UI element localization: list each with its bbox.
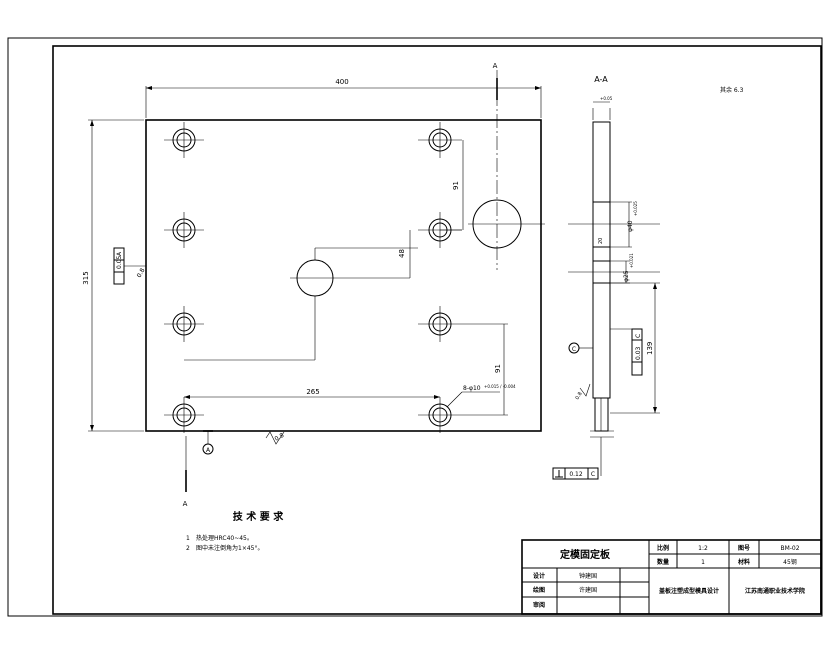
pin-hole	[164, 397, 204, 433]
scale-value: 1:2	[698, 545, 708, 552]
note-2-num: 2	[186, 545, 190, 552]
draw-value: 许建国	[579, 586, 597, 594]
roughness-side: 0.8	[575, 383, 591, 401]
datum-c-symbol: C	[568, 342, 593, 354]
section-pin-bore	[594, 397, 609, 432]
parallel-frame: 0.03 C	[610, 328, 643, 376]
pin-hole	[164, 212, 204, 248]
scale-label: 比例	[657, 544, 669, 552]
outer-border	[7, 37, 823, 617]
center-hole	[290, 259, 340, 297]
perp-frame: 0.12 C	[552, 437, 602, 480]
flatness-value: 0.05	[116, 255, 123, 269]
hole-tolerance: +0.015 / -0.004	[484, 384, 516, 389]
school-name: 江苏南通职业技术学院	[745, 587, 805, 595]
plan-view: 400 315 0.05 A 0.8	[82, 62, 545, 508]
part-name: 定模固定板	[560, 548, 611, 561]
dim-width-text: 400	[335, 78, 348, 86]
dim-phi25: φ25	[623, 270, 630, 282]
dim-91-top: 91	[452, 181, 460, 190]
qty-value: 1	[701, 559, 705, 566]
section-hatch-bottom	[592, 282, 611, 399]
pin-hole	[164, 306, 204, 342]
material-label: 材料	[737, 558, 750, 566]
review-label: 审阅	[533, 601, 545, 609]
section-top-dim: +0.05	[600, 96, 613, 101]
design-label: 设计	[533, 572, 545, 580]
perp-datum: C	[591, 471, 595, 478]
roughness-bottom: 0.8	[265, 431, 286, 445]
datum-c-letter: C	[572, 346, 576, 353]
material-value: 45钢	[783, 558, 797, 566]
hole-spec: 8-φ10	[463, 385, 481, 392]
flatness-frame: 0.05 A 0.8	[113, 247, 147, 285]
dim-265: 265	[306, 388, 319, 396]
sprue-hole	[468, 199, 545, 249]
dim-height-text: 315	[82, 271, 90, 284]
note-1-num: 1	[186, 535, 190, 542]
section-title: A-A	[594, 75, 608, 84]
datum-a-symbol: A	[202, 430, 214, 455]
dim-phi25-tol: +0.021	[629, 253, 634, 268]
datum-a-letter: A	[206, 447, 211, 454]
section-view: A-A +0.05 φ40 +0.025 φ25 +	[552, 75, 660, 480]
roughness-left: 0.8	[136, 267, 147, 279]
roughness-side-value: 0.8	[575, 391, 584, 401]
pin-hole	[164, 122, 204, 158]
dim-20: 20	[598, 238, 604, 244]
inner-border	[52, 45, 822, 615]
flatness-datum: A	[116, 251, 123, 256]
design-value: 钟建国	[579, 572, 597, 580]
note-2-text: 图中未注倒角为1×45°。	[196, 544, 263, 552]
notes-title: 技 术 要 求	[233, 510, 284, 523]
section-line: A A	[183, 62, 498, 508]
dim-139: 139	[646, 342, 654, 355]
dim-48: 48	[398, 249, 406, 258]
draw-label: 绘图	[533, 586, 545, 594]
perp-value: 0.12	[569, 471, 583, 478]
note-1-text: 热处理HRC40~45。	[196, 534, 253, 542]
plate-outline	[145, 119, 542, 432]
qty-label: 数量	[657, 558, 669, 566]
project-name: 盖板注塑成型模具设计	[659, 587, 719, 595]
dim-phi40-tol: +0.025	[633, 201, 638, 216]
parallel-value: 0.03	[635, 346, 642, 360]
drawing-no-label: 图号	[738, 544, 750, 552]
section-hatch-mid	[592, 246, 611, 262]
internal-dims: 91 48 265 91 8-φ10 +0.015 / -0.0	[184, 140, 516, 416]
section-label-bottom: A	[183, 500, 188, 508]
parallel-datum: C	[635, 334, 642, 338]
pin-hole	[418, 306, 462, 342]
pin-hole	[418, 397, 462, 433]
other-roughness-note: 其余 6.3	[720, 86, 744, 94]
section-hatch-top	[592, 121, 611, 203]
pin-hole	[418, 122, 462, 158]
pin-holes	[164, 122, 462, 433]
drawing-no-value: BM-02	[780, 545, 799, 552]
title-block: 定模固定板 比例 1:2 图号 BM-02 数量 1 材料 45钢 设计 钟建国…	[521, 539, 822, 615]
dim-phi40: φ40	[627, 220, 634, 232]
section-label-top: A	[493, 62, 498, 70]
roughness-bottom-value: 0.8	[274, 432, 286, 443]
dim-91-right: 91	[494, 364, 502, 373]
technical-notes: 技 术 要 求 1 热处理HRC40~45。 2 图中未注倒角为1×45°。	[186, 510, 284, 552]
